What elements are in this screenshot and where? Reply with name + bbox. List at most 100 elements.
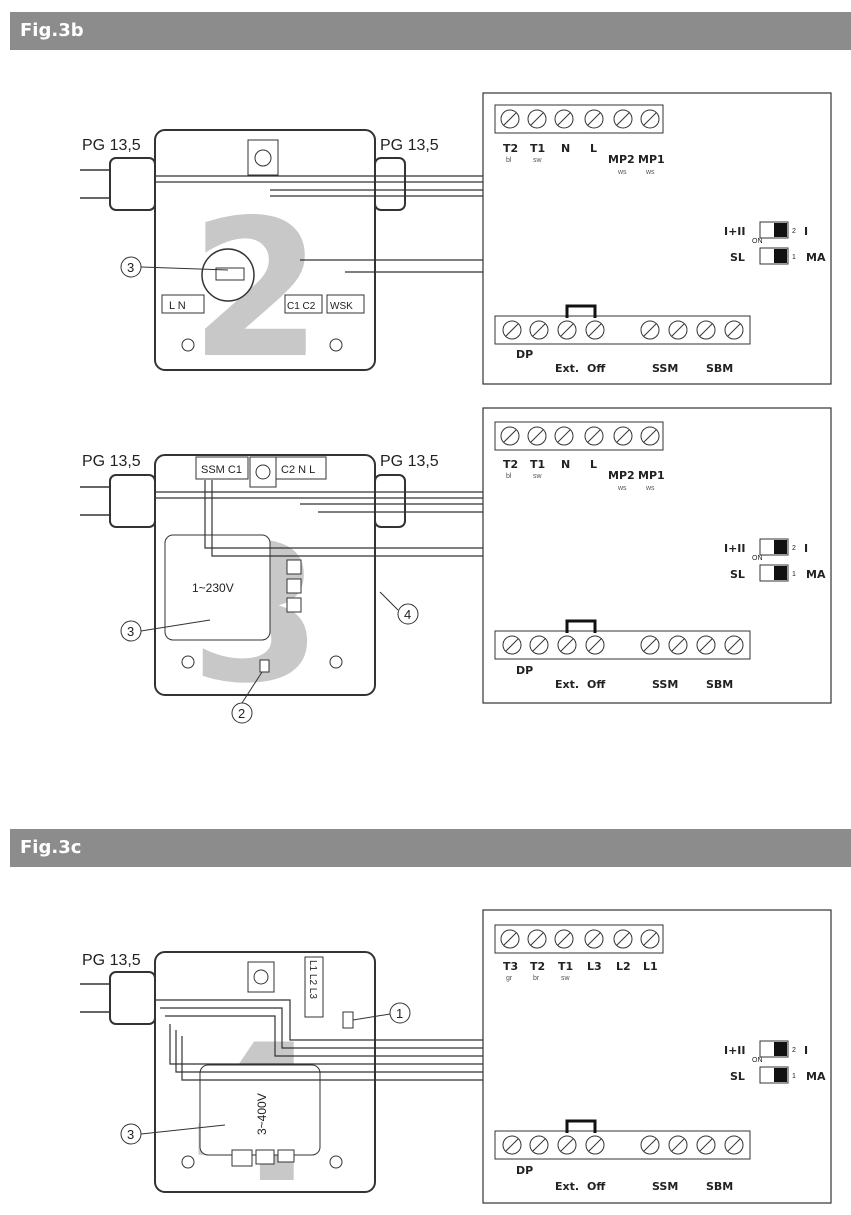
terminal-label: MP2 bbox=[608, 469, 635, 482]
callout-label: 1 bbox=[396, 1006, 403, 1021]
terminal-sublabel: ws bbox=[645, 485, 655, 492]
voltage-label: 3~400V bbox=[255, 1093, 269, 1135]
dip-switch-icon bbox=[759, 221, 789, 265]
terminal-label: Off bbox=[587, 362, 605, 375]
cable-gland-icon bbox=[374, 157, 406, 211]
dip-pos-label: 2 bbox=[792, 228, 796, 235]
terminal-label: MP1 bbox=[638, 153, 665, 166]
cable-gland-icon bbox=[109, 474, 156, 528]
terminal-sublabel: sw bbox=[533, 473, 543, 480]
terminal-label: Off bbox=[587, 678, 605, 691]
figure-header-3b: Fig.3b bbox=[10, 12, 851, 50]
jumper-icon bbox=[565, 1119, 597, 1133]
cable-gland-icon bbox=[374, 474, 406, 528]
terminal-label: DP bbox=[516, 664, 533, 677]
dip-on-label: ON bbox=[752, 238, 763, 245]
dip-switch-icon bbox=[759, 1040, 789, 1084]
dip-pos-label: 2 bbox=[792, 545, 796, 552]
dip-label: MA bbox=[806, 251, 826, 264]
terminal-panel-3b-top: T2 bl T1 sw N L MP2 ws MP1 ws I+II SL I … bbox=[482, 92, 832, 385]
terminal-label: MP1 bbox=[638, 469, 665, 482]
dip-label: I+II bbox=[724, 1044, 746, 1057]
terminal-sublabel: ws bbox=[617, 485, 627, 492]
terminal-block-label: L N bbox=[169, 300, 186, 312]
cable-gland-icon bbox=[109, 971, 156, 1025]
callout-label: 2 bbox=[238, 706, 245, 721]
terminal-sublabel: sw bbox=[533, 157, 543, 164]
dip-on-label: ON bbox=[752, 1057, 763, 1064]
terminal-sublabel: gr bbox=[506, 975, 513, 982]
dip-label: I bbox=[804, 542, 808, 555]
terminal-label: N bbox=[561, 142, 570, 155]
terminal-block-label: SSM C1 bbox=[201, 464, 242, 476]
dip-label: SL bbox=[730, 1070, 745, 1083]
dip-label: I+II bbox=[724, 225, 746, 238]
terminal-label: T2 bbox=[530, 960, 545, 973]
terminal-label: T1 bbox=[530, 142, 545, 155]
figure-title: Fig.3b bbox=[20, 20, 84, 41]
terminal-label: SBM bbox=[706, 678, 733, 691]
terminal-label: MP2 bbox=[608, 153, 635, 166]
terminal-label: L bbox=[590, 142, 597, 155]
terminal-label: T1 bbox=[530, 458, 545, 471]
cable-gland-label: PG 13,5 bbox=[82, 952, 141, 969]
cable-gland-label: PG 13,5 bbox=[82, 137, 141, 154]
terminal-label: T2 bbox=[503, 458, 518, 471]
terminal-label: DP bbox=[516, 348, 533, 361]
terminal-label: L1 bbox=[643, 960, 658, 973]
module-box-3b-bottom: 3 SSM C1 C2 N L PG 13,5 PG 13,5 1~230V 3… bbox=[80, 453, 439, 725]
module-box-3b-top: 2 PG 13,5 PG 13,5 L N C1 C2 WSK 3 bbox=[80, 129, 439, 400]
terminal-label: L bbox=[590, 458, 597, 471]
terminal-screw-icon bbox=[500, 929, 660, 949]
jumper-icon bbox=[565, 619, 597, 633]
dip-label: SL bbox=[730, 251, 745, 264]
terminal-label: Ext. bbox=[555, 1180, 579, 1193]
terminal-panel-3c: T3 gr T2 br T1 sw L3 L2 L1 I+II SL I MA … bbox=[482, 909, 832, 1204]
terminal-label: L2 bbox=[616, 960, 631, 973]
dip-pos-label: 1 bbox=[792, 254, 796, 261]
dip-label: MA bbox=[806, 568, 826, 581]
dip-pos-label: 2 bbox=[792, 1047, 796, 1054]
callout-label: 3 bbox=[127, 260, 134, 275]
voltage-label: 1~230V bbox=[192, 581, 234, 595]
callout-marker bbox=[389, 1002, 411, 1024]
terminal-sublabel: br bbox=[533, 975, 540, 982]
dip-label: I+II bbox=[724, 542, 746, 555]
terminal-screw-icon bbox=[502, 1135, 744, 1155]
cable-gland-label: PG 13,5 bbox=[82, 453, 141, 470]
callout-label: 4 bbox=[404, 607, 411, 622]
terminal-label: T3 bbox=[503, 960, 518, 973]
terminal-label: T1 bbox=[558, 960, 573, 973]
callout-label: 3 bbox=[127, 624, 134, 639]
terminal-panel-3b-bottom: T2 bl T1 sw N L MP2 ws MP1 ws I+II SL I … bbox=[482, 407, 832, 704]
dip-label: SL bbox=[730, 568, 745, 581]
dip-label: I bbox=[804, 1044, 808, 1057]
dip-pos-label: 1 bbox=[792, 571, 796, 578]
terminal-screw-icon bbox=[502, 635, 744, 655]
terminal-sublabel: bl bbox=[506, 473, 512, 480]
terminal-label: N bbox=[561, 458, 570, 471]
terminal-sublabel: ws bbox=[645, 169, 655, 176]
dip-switch-icon bbox=[759, 538, 789, 582]
terminal-label: SBM bbox=[706, 1180, 733, 1193]
terminal-screw-icon bbox=[502, 320, 744, 340]
terminal-label: T2 bbox=[503, 142, 518, 155]
dip-on-label: ON bbox=[752, 555, 763, 562]
terminal-screw-icon bbox=[500, 426, 660, 446]
callout-label: 3 bbox=[127, 1127, 134, 1142]
terminal-sublabel: ws bbox=[617, 169, 627, 176]
terminal-sublabel: bl bbox=[506, 157, 512, 164]
cable-gland-label: PG 13,5 bbox=[380, 137, 439, 154]
cable-gland-label: PG 13,5 bbox=[380, 453, 439, 470]
terminal-label: Ext. bbox=[555, 678, 579, 691]
terminal-label: L3 bbox=[587, 960, 602, 973]
terminal-block-label: C2 N L bbox=[281, 464, 315, 476]
terminal-screw-icon bbox=[500, 109, 660, 129]
figure-title: Fig.3c bbox=[20, 837, 82, 858]
cable-gland-icon bbox=[109, 157, 156, 211]
dip-label: I bbox=[804, 225, 808, 238]
terminal-label: Off bbox=[587, 1180, 605, 1193]
module-box-3c: 4 L1 L2 L3 PG 13,5 3~400V 3 1 bbox=[80, 951, 411, 1215]
terminal-block-label: C1 C2 bbox=[287, 301, 316, 312]
